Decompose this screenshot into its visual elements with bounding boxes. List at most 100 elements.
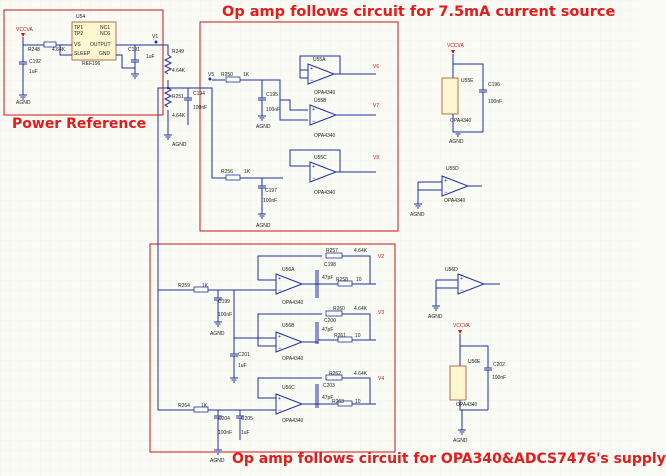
svg-text:U55C: U55C bbox=[314, 155, 327, 161]
svg-text:AGND: AGND bbox=[172, 142, 187, 148]
schematic-drawing: + − U54 REF196 TP1 TP2 NC1 NC6 VS OUTPUT… bbox=[0, 0, 640, 476]
svg-text:C205: C205 bbox=[241, 416, 253, 422]
svg-text:TP1: TP1 bbox=[74, 25, 83, 31]
svg-text:C198: C198 bbox=[324, 262, 336, 268]
svg-text:1K: 1K bbox=[243, 72, 250, 78]
svg-text:NC1: NC1 bbox=[100, 25, 110, 31]
svg-text:47pF: 47pF bbox=[322, 327, 333, 333]
svg-text:C191: C191 bbox=[128, 47, 140, 53]
svg-text:C194: C194 bbox=[193, 91, 205, 97]
svg-text:V3: V3 bbox=[378, 310, 384, 316]
svg-text:1uF: 1uF bbox=[241, 430, 250, 436]
svg-text:U56D: U56D bbox=[445, 267, 458, 273]
svg-text:C196: C196 bbox=[488, 82, 500, 88]
svg-text:1K: 1K bbox=[201, 403, 208, 409]
svg-text:1K: 1K bbox=[244, 169, 251, 175]
supply-follower-box bbox=[149, 243, 396, 453]
svg-text:4.64K: 4.64K bbox=[172, 68, 186, 74]
current-source-box bbox=[199, 21, 399, 232]
svg-text:C202: C202 bbox=[493, 362, 505, 368]
svg-text:R262: R262 bbox=[329, 371, 341, 377]
svg-text:C199: C199 bbox=[218, 299, 230, 305]
power-reference-box bbox=[3, 9, 164, 116]
svg-text:U55E: U55E bbox=[461, 78, 474, 84]
svg-text:U56A: U56A bbox=[282, 267, 295, 273]
svg-text:U54: U54 bbox=[76, 14, 85, 20]
svg-text:R249: R249 bbox=[172, 49, 184, 55]
svg-text:U55D: U55D bbox=[446, 166, 459, 172]
svg-text:AGND: AGND bbox=[210, 458, 225, 464]
svg-text:100nF: 100nF bbox=[266, 107, 280, 113]
svg-text:VCCVA: VCCVA bbox=[447, 43, 465, 49]
bottom-section-title: Op amp follows circuit for OPA340&ADCS74… bbox=[232, 451, 666, 467]
svg-text:V6: V6 bbox=[373, 64, 379, 70]
svg-text:AGND: AGND bbox=[410, 212, 425, 218]
svg-text:OPA4340: OPA4340 bbox=[456, 402, 478, 408]
svg-text:100nF: 100nF bbox=[492, 375, 506, 381]
svg-text:U56C: U56C bbox=[282, 385, 295, 391]
svg-text:AGND: AGND bbox=[256, 124, 271, 130]
svg-text:100nF: 100nF bbox=[263, 198, 277, 204]
svg-text:AGND: AGND bbox=[256, 223, 271, 229]
svg-text:1K: 1K bbox=[202, 283, 209, 289]
svg-text:R258: R258 bbox=[336, 277, 348, 283]
svg-text:AGND: AGND bbox=[16, 100, 31, 106]
svg-text:AGND: AGND bbox=[428, 314, 443, 320]
svg-text:VCCVA: VCCVA bbox=[453, 323, 471, 329]
svg-text:R257: R257 bbox=[326, 248, 338, 254]
svg-text:R256: R256 bbox=[221, 169, 233, 175]
svg-text:R251: R251 bbox=[172, 94, 184, 100]
svg-text:4.64K: 4.64K bbox=[172, 113, 186, 119]
svg-text:10: 10 bbox=[356, 277, 362, 283]
svg-text:R263: R263 bbox=[332, 399, 344, 405]
svg-text:R248: R248 bbox=[28, 47, 40, 53]
svg-text:V8: V8 bbox=[373, 155, 379, 161]
svg-text:C200: C200 bbox=[324, 318, 336, 324]
svg-text:4.64K: 4.64K bbox=[354, 306, 368, 312]
svg-text:OPA4340: OPA4340 bbox=[314, 190, 336, 196]
svg-text:OPA4340: OPA4340 bbox=[282, 356, 304, 362]
svg-text:NC6: NC6 bbox=[100, 31, 110, 37]
svg-text:R264: R264 bbox=[178, 403, 190, 409]
svg-text:U55B: U55B bbox=[314, 98, 327, 104]
svg-text:OUTPUT: OUTPUT bbox=[90, 42, 111, 48]
power-reference-title: Power Reference bbox=[12, 116, 147, 132]
svg-text:C204: C204 bbox=[218, 416, 230, 422]
svg-text:R259: R259 bbox=[178, 283, 190, 289]
svg-text:C192: C192 bbox=[29, 59, 41, 65]
svg-text:OPA4340: OPA4340 bbox=[450, 118, 472, 124]
svg-text:OPA4340: OPA4340 bbox=[314, 133, 336, 139]
svg-text:C195: C195 bbox=[266, 92, 278, 98]
svg-text:OPA4340: OPA4340 bbox=[282, 418, 304, 424]
ref196-block: U54 REF196 TP1 TP2 NC1 NC6 VS OUTPUT SLE… bbox=[71, 14, 117, 67]
svg-text:R261: R261 bbox=[334, 333, 346, 339]
svg-text:100nF: 100nF bbox=[193, 105, 207, 111]
svg-text:REF196: REF196 bbox=[82, 61, 101, 67]
svg-text:OPA4340: OPA4340 bbox=[444, 198, 466, 204]
svg-text:10: 10 bbox=[355, 333, 361, 339]
svg-text:1uF: 1uF bbox=[146, 54, 155, 60]
svg-text:V7: V7 bbox=[373, 103, 379, 109]
svg-text:R260: R260 bbox=[333, 306, 345, 312]
svg-text:1uF: 1uF bbox=[238, 363, 247, 369]
svg-text:4.64K: 4.64K bbox=[52, 47, 66, 53]
svg-text:OPA4340: OPA4340 bbox=[282, 300, 304, 306]
svg-text:V4: V4 bbox=[378, 376, 384, 382]
svg-text:SLEEP: SLEEP bbox=[74, 51, 91, 57]
svg-text:AGND: AGND bbox=[449, 139, 464, 145]
svg-text:C201: C201 bbox=[238, 352, 250, 358]
svg-text:4.64K: 4.64K bbox=[354, 248, 368, 254]
svg-text:TP2: TP2 bbox=[74, 31, 83, 37]
svg-text:U56B: U56B bbox=[282, 323, 295, 329]
svg-text:OPA4340: OPA4340 bbox=[314, 90, 336, 96]
svg-text:100nF: 100nF bbox=[488, 99, 502, 105]
svg-text:VS: VS bbox=[74, 42, 81, 48]
svg-text:C197: C197 bbox=[265, 188, 277, 194]
svg-text:47pF: 47pF bbox=[322, 275, 333, 281]
svg-text:V5: V5 bbox=[208, 72, 214, 78]
svg-text:GND: GND bbox=[99, 51, 111, 57]
svg-text:V2: V2 bbox=[378, 254, 384, 260]
svg-text:U56E: U56E bbox=[468, 359, 481, 365]
svg-text:R250: R250 bbox=[221, 72, 233, 78]
svg-text:C203: C203 bbox=[323, 383, 335, 389]
